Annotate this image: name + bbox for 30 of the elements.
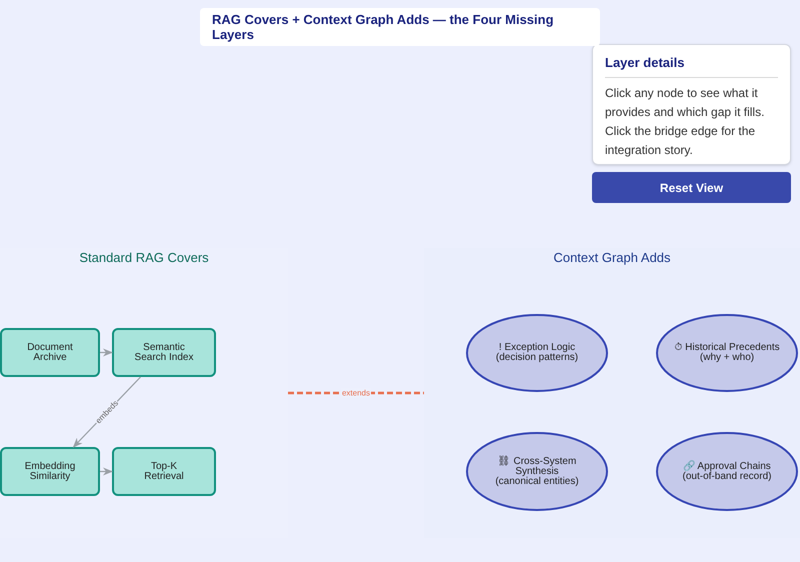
node-label: ! Exception Logic xyxy=(498,343,576,353)
node-label: (decision patterns) xyxy=(494,353,580,363)
layer-ellipse xyxy=(466,314,608,392)
node-label: (why + who) xyxy=(698,353,756,363)
group-heading: Context Graph Adds xyxy=(552,249,672,267)
node-label: Embedding Similarity xyxy=(24,462,76,482)
node-label: ⛓ Cross-System Synthesis xyxy=(496,456,578,476)
edge-label: extends xyxy=(340,388,372,398)
node-label: (canonical entities) xyxy=(494,476,580,486)
process-box xyxy=(112,447,216,496)
arrow xyxy=(100,468,113,476)
process-box xyxy=(112,328,216,377)
info-panel xyxy=(592,44,791,165)
reset-button: Reset View xyxy=(592,172,791,203)
panel-heading: Layer details xyxy=(605,53,778,78)
arrow xyxy=(100,348,113,356)
node-label: ⏱ Historical Precedents xyxy=(673,343,781,353)
node-label: Document Archive xyxy=(26,342,74,362)
process-box xyxy=(0,447,100,496)
process-box xyxy=(0,328,100,377)
layer-ellipse xyxy=(656,432,798,511)
group-heading: Standard RAG Covers xyxy=(78,249,210,267)
title-banner: RAG Covers + Context Graph Adds — the Four Missing Layers xyxy=(200,8,600,46)
layer-ellipse xyxy=(656,314,798,392)
node-label: Semantic Search Index xyxy=(134,342,194,362)
node-label: Top-K Retrieval xyxy=(143,462,185,482)
node-label: 🔗 Approval Chains xyxy=(682,462,772,472)
layer-ellipse xyxy=(466,432,608,511)
node-label: (out-of-band record) xyxy=(682,472,772,482)
panel-text: Click any node to see what it provides and which gap it fills. Click the bridge edge for the integration story. xyxy=(605,84,766,158)
